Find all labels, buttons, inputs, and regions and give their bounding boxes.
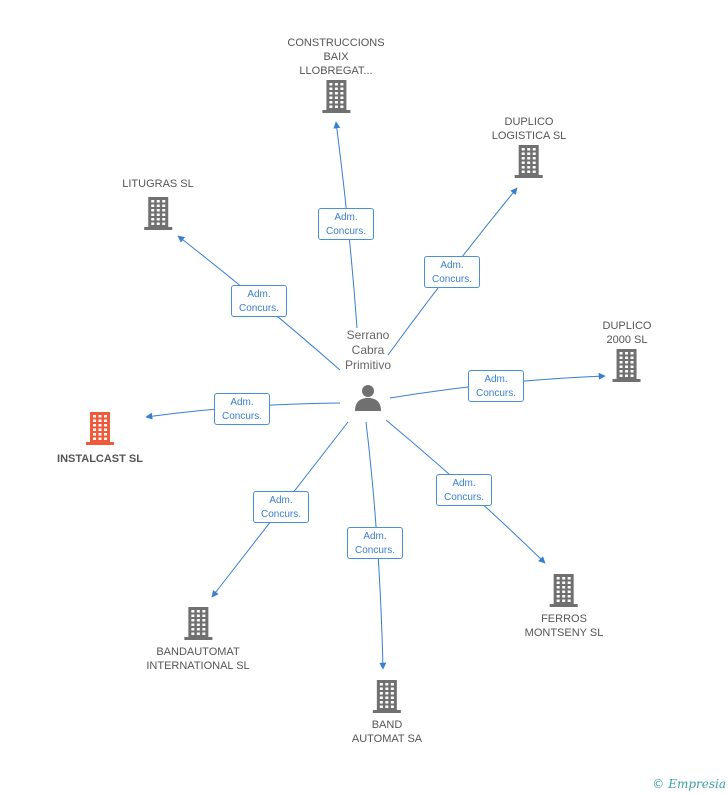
company-label: DUPLICO 2000 SL: [602, 320, 652, 346]
relation-badge: Adm.Concurs.: [468, 370, 524, 402]
company-node-litugras[interactable]: LITUGRAS SL: [122, 177, 194, 231]
company-node-instalcast[interactable]: INSTALCAST SL: [57, 410, 143, 466]
footer-brand: ©Empresia: [652, 777, 726, 791]
relation-badge: Adm.Concurs.: [347, 527, 403, 559]
person-icon: [355, 385, 381, 411]
building-icon: [372, 680, 401, 713]
company-node-construccions[interactable]: CONSTRUCCIONS BAIX LLOBREGAT...: [287, 36, 385, 114]
relation-badge: Adm.Concurs.: [253, 491, 309, 523]
company-node-bandautomat[interactable]: BANDAUTOMAT INTERNATIONAL SL: [146, 605, 250, 673]
building-icon: [86, 412, 114, 445]
person-label: Serrano Cabra Primitivo: [344, 328, 391, 372]
company-label: INSTALCAST SL: [57, 453, 143, 465]
relation-badge: Adm.Concurs.: [318, 208, 374, 240]
company-label: DUPLICO LOGISTICA SL: [491, 116, 567, 142]
building-icon: [550, 574, 578, 607]
company-label: CONSTRUCCIONS BAIX LLOBREGAT...: [287, 37, 385, 77]
relation-badge: Adm.Concurs.: [214, 393, 270, 425]
brand-name: Empresia: [668, 777, 726, 791]
company-label: BANDAUTOMAT INTERNATIONAL SL: [146, 646, 250, 672]
company-node-ferros[interactable]: FERROS MONTSENY SL: [524, 572, 604, 640]
building-icon: [515, 145, 543, 178]
building-icon: [613, 349, 641, 382]
relation-badge: Adm.Concurs.: [231, 285, 287, 317]
relation-badge: Adm.Concurs.: [436, 474, 492, 506]
company-label: BAND AUTOMAT SA: [351, 719, 423, 745]
company-label: LITUGRAS SL: [122, 178, 194, 190]
company-node-duplico-2000[interactable]: DUPLICO 2000 SL: [602, 319, 652, 383]
building-icon: [144, 197, 172, 230]
copyright-symbol: ©: [652, 777, 665, 791]
building-icon: [321, 80, 350, 113]
person-node[interactable]: Serrano Cabra Primitivo: [338, 328, 398, 417]
relation-badge: Adm.Concurs.: [424, 256, 480, 288]
company-node-duplico-logistica[interactable]: DUPLICO LOGISTICA SL: [491, 115, 567, 179]
building-icon: [183, 607, 212, 640]
company-label: FERROS MONTSENY SL: [524, 613, 604, 639]
company-node-band-automat[interactable]: BAND AUTOMAT SA: [352, 678, 422, 746]
